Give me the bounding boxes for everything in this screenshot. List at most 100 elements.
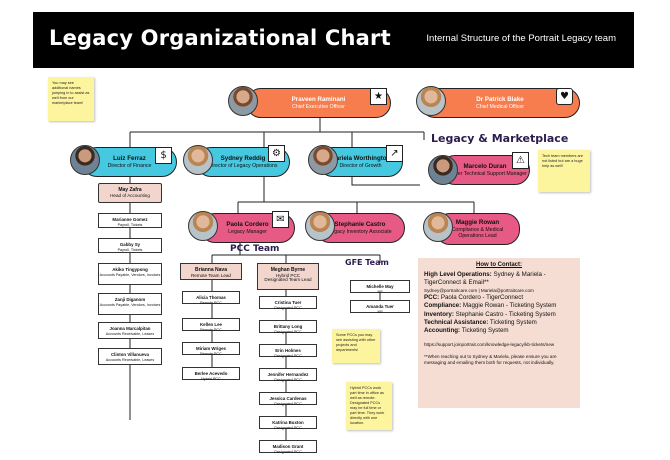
section-pcc-team: PCC Team bbox=[230, 244, 280, 254]
contact-footnote: **When reaching out to Sydney & Mariela,… bbox=[424, 353, 557, 365]
contact-high-level-emails[interactable]: Sydney@portraitcare.com | Mariela@portra… bbox=[424, 287, 534, 293]
member-name: Brittany Long bbox=[273, 324, 303, 329]
accounting-staff-card: Clinton Villanueva Accounts Receivable, … bbox=[98, 348, 162, 365]
sticky-note-pcc-assist: Some PCCs you may see assisting with oth… bbox=[332, 329, 380, 363]
avatar bbox=[308, 145, 338, 175]
member-name: Katrina Buxton bbox=[272, 420, 304, 425]
pcc-member-card: Kellen Lee Remote PCC bbox=[182, 318, 240, 332]
contact-inventory-label: Inventory: bbox=[424, 310, 454, 318]
contact-accounting-value: Ticketing System bbox=[461, 327, 509, 335]
head-of-accounting-card: May Zafra Head of Accounting bbox=[98, 183, 162, 203]
accounting-staff-card: Zanji Diganom Accounts Payable, Vendors,… bbox=[98, 293, 162, 315]
director-legacy-ops-name: Sydney Reddig bbox=[220, 155, 266, 162]
pcc-member-card: Cristina Tuer Designated PCC bbox=[259, 296, 317, 310]
dollar-icon: $ bbox=[155, 147, 172, 164]
avatar bbox=[188, 211, 218, 241]
avatar bbox=[423, 212, 453, 242]
avatar bbox=[416, 86, 446, 116]
head-of-accounting-role: Head of Accounting bbox=[110, 193, 150, 198]
accounting-staff-card: Joanna Marcalpitan Accounts Receivable, … bbox=[98, 322, 162, 339]
member-role: NP bbox=[377, 310, 383, 314]
member-role: Remote PCC bbox=[200, 301, 222, 305]
header-banner: Legacy Organizational Chart Internal Str… bbox=[33, 12, 634, 68]
contact-ticket-url[interactable]: https://support.joinportrait.com/knowled… bbox=[424, 341, 555, 347]
contact-tech-label: Technical Assistance: bbox=[424, 319, 489, 327]
member-role: Designated PCC bbox=[274, 426, 302, 430]
sticky-note-text: Some PCCs you may see assisting with oth… bbox=[336, 333, 376, 352]
tech-support-name: Marcelo Duran bbox=[463, 163, 507, 170]
section-legacy-marketplace: Legacy & Marketplace bbox=[431, 132, 569, 145]
director-legacy-ops-role: Director of Legacy Operations bbox=[208, 163, 278, 169]
member-role: Designated PCC bbox=[274, 378, 302, 382]
ceo-role: Chief Executive Officer bbox=[292, 104, 345, 110]
staff-role: Accounts Payable, Vendors, Invoices bbox=[99, 303, 161, 307]
accounting-staff-card: Gabby Sy Payroll, Tickets bbox=[98, 238, 162, 253]
remote-team-lead-card: Brianna Nava Remote Team Lead bbox=[180, 263, 242, 280]
member-role: Remote PCC bbox=[200, 328, 222, 332]
accounting-staff-card: Akiko Tingypong Accounts Payable, Vendor… bbox=[98, 263, 162, 285]
contact-compliance: Compliance: Maggie Rowan - Ticketing Sys… bbox=[424, 302, 574, 310]
director-finance-name: Luiz Ferraz bbox=[113, 155, 146, 162]
member-name: Madison Grant bbox=[272, 444, 304, 449]
inventory-associate-name: Stephanie Castro bbox=[334, 221, 386, 228]
staff-role: Payroll, Tickets bbox=[117, 223, 143, 227]
member-name: Alicia Thomas bbox=[196, 295, 226, 300]
sticky-note-text: You may see additional names jumping in … bbox=[52, 81, 90, 105]
pcc-member-card: Alicia Thomas Remote PCC bbox=[182, 291, 240, 305]
member-name: Miriam Wriges bbox=[196, 346, 226, 351]
gfe-member-card: Michelle May NP bbox=[350, 280, 410, 294]
designated-team-lead-role: Hybrid PCC Designated Team Lead bbox=[264, 273, 312, 283]
member-role: Designated PCC bbox=[274, 330, 302, 334]
pcc-member-card: Jennifer Hernandez Designated PCC bbox=[259, 368, 317, 382]
member-role: Designated PCC bbox=[274, 306, 302, 310]
member-name: Kellen Lee bbox=[200, 322, 222, 327]
designated-team-lead-name: Meghan Byrne bbox=[270, 267, 306, 273]
member-name: Berlee Acevedo bbox=[194, 371, 228, 376]
gear-icon: ⚙ bbox=[268, 145, 285, 162]
sticky-note-text: Hybrid PCCs work part time in office as … bbox=[350, 386, 385, 425]
sticky-note-hybrid: Hybrid PCCs work part time in office as … bbox=[346, 382, 392, 430]
pcc-member-card: Madison Grant Designated PCC bbox=[259, 440, 317, 454]
staff-role: Accounts Receivable, Leases bbox=[105, 332, 155, 336]
cmo-name: Dr Patrick Blake bbox=[476, 96, 524, 103]
member-role: Designated PCC bbox=[274, 354, 302, 358]
medical-icon: ♥ bbox=[556, 88, 573, 105]
member-role: Designated PCC bbox=[274, 402, 302, 406]
legacy-manager-role: Legacy Manager bbox=[228, 229, 267, 235]
staff-role: Accounts Receivable, Leases bbox=[105, 358, 155, 362]
pcc-member-card: Katrina Buxton Designated PCC bbox=[259, 416, 317, 430]
staff-name: Gabby Sy bbox=[119, 242, 141, 247]
staff-role: Accounts Payable, Vendors, Invoices bbox=[99, 273, 161, 277]
pcc-member-card: Jessica Cardenas Designated PCC bbox=[259, 392, 317, 406]
director-growth-role: Director of Growth bbox=[339, 163, 382, 169]
staff-name: Clinton Villanueva bbox=[111, 352, 149, 357]
pcc-member-card: Berlee Acevedo Hybrid PCC bbox=[182, 367, 240, 381]
accounting-staff-card: Marianne Gomez Payroll, Tickets bbox=[98, 213, 162, 228]
contact-tech-value: Ticketing System bbox=[489, 319, 537, 327]
compliance-lead-name: Maggie Rowan bbox=[455, 219, 500, 226]
contact-high-level-value: Sydney & Mariela - TigerConnect & Email*… bbox=[424, 271, 546, 287]
sticky-note-marketplace: You may see additional names jumping in … bbox=[48, 77, 94, 121]
cmo-role: Chief Medical Officer bbox=[475, 104, 525, 110]
member-name: Cristina Tuer bbox=[274, 300, 302, 305]
avatar bbox=[70, 145, 100, 175]
director-finance-role: Director of Finance bbox=[107, 163, 152, 169]
member-role: NP bbox=[377, 290, 383, 294]
contact-high-level: High Level Operations: Sydney & Mariela … bbox=[424, 271, 574, 288]
section-gfe-team: GFE Team bbox=[345, 258, 389, 267]
staff-name: Joanna Marcalpitan bbox=[109, 326, 151, 331]
contact-accounting: Accounting: Ticketing System bbox=[424, 327, 574, 335]
head-of-accounting-name: May Zafra bbox=[118, 187, 142, 193]
contact-accounting-label: Accounting: bbox=[424, 327, 461, 335]
director-growth-name: Mariela Worthington bbox=[330, 155, 391, 162]
cmo-card: Dr Patrick Blake Chief Medical Officer bbox=[420, 88, 580, 118]
legacy-manager-name: Paola Cordero bbox=[226, 221, 269, 228]
chat-icon: ✉ bbox=[272, 211, 289, 228]
contact-compliance-label: Compliance: bbox=[424, 302, 462, 310]
staff-role: Payroll, Tickets bbox=[117, 248, 143, 252]
pcc-member-card: Erin Holmes Designated PCC bbox=[259, 344, 317, 358]
member-name: Erin Holmes bbox=[275, 348, 301, 353]
sticky-note-tech: Tech team members are not listed but are… bbox=[538, 150, 590, 192]
contact-compliance-value: Maggie Rowan - Ticketing System bbox=[462, 302, 557, 310]
member-name: Jessica Cardenas bbox=[269, 396, 307, 401]
